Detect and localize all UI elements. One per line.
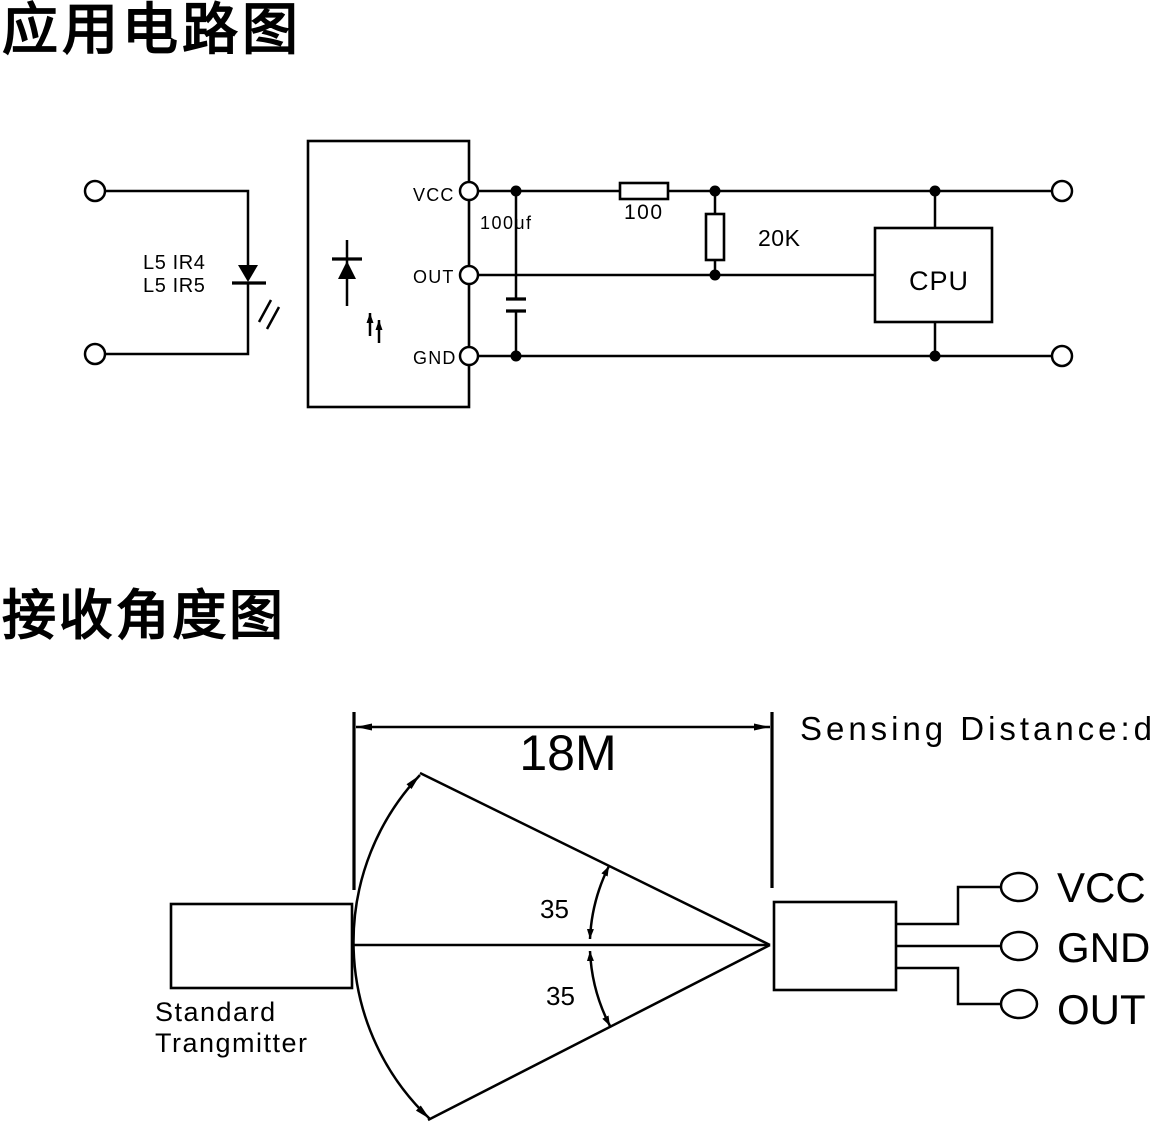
emitter-wire-top [105,189,250,266]
emitter-label-1: L5 IR4 [143,252,206,274]
junction-dot [929,350,941,362]
receiver-pin-vcc [458,180,480,202]
filter-capacitor: 100uf [480,191,533,356]
circuit-section-title: 应用电路图 [2,0,298,63]
receiver-module: VCC OUT GND [306,139,471,409]
junction-dot [709,185,721,197]
capacitor-value: 100uf [480,213,533,233]
cpu-label: CPU [909,266,969,296]
receiver-pin-gnd [458,345,480,367]
standard-transmitter-box [169,902,354,990]
distance-value: 18M [519,725,616,781]
emitter-wire-bottom [105,283,250,356]
receiver-module-box [306,139,471,409]
terminal-out [999,988,1039,1020]
upper-half-angle-arc [586,865,611,940]
application-circuit: L5 IR4 L5 IR5 VCC OUT GND 100uf [83,139,1074,409]
lead-wire-vcc [896,885,1001,926]
output-terminal-gnd [1050,344,1074,368]
terminal-vcc [999,871,1039,903]
junction-dot [929,185,941,197]
emitter-branch: L5 IR4 L5 IR5 [83,179,281,366]
lower-half-angle-value: 35 [546,981,575,1011]
terminal-label-out: OUT [1057,986,1146,1033]
junction-dot [510,350,522,362]
distance-caption: Sensing Distance:d [800,710,1152,747]
cpu-block: CPU [873,191,994,356]
junction-dot [510,185,522,197]
angle-section-title: 接收角度图 [2,583,283,647]
cone-upper-edge [419,771,771,947]
cpu-box [873,226,994,324]
lower-half-angle-arc [586,950,612,1027]
pullup-resistor: 20K [704,191,801,275]
transmitter-label-line-1: Standard [155,997,277,1027]
cone-outer-arc [352,774,431,1120]
pin-label-vcc: VCC [413,185,455,205]
upper-half-angle-value: 35 [540,894,569,924]
emitter-terminal-bottom [83,342,107,366]
pullup-resistor-body [704,212,726,262]
terminal-label-vcc: VCC [1057,864,1146,911]
emission-ray-1 [257,299,273,323]
emitter-diode-triangle [238,265,258,282]
output-terminal-vcc [1050,179,1074,203]
pin-label-out: OUT [413,267,455,287]
receiver-pin-out [458,264,480,286]
lead-wire-out [896,966,1001,1006]
emitter-terminal-top [83,179,107,203]
pullup-resistor-value: 20K [758,225,801,251]
terminal-label-gnd: GND [1057,924,1150,971]
receiver-box [772,900,898,992]
transmitter-label-line-2: Trangmitter [155,1028,309,1058]
emission-ray-2 [265,306,281,330]
photodiode-triangle [338,261,356,279]
pin-label-gnd: GND [413,348,457,368]
series-resistor: 100 [618,181,670,224]
terminal-gnd [999,930,1039,962]
emitter-label-2: L5 IR5 [143,275,206,297]
cone-lower-edge [427,943,771,1122]
reception-angle-diagram: 18M Sensing Distance:d Standard Trangmit… [155,710,1152,1122]
series-resistor-value: 100 [624,201,664,224]
series-resistor-body [618,181,670,201]
junction-dot [709,269,721,281]
